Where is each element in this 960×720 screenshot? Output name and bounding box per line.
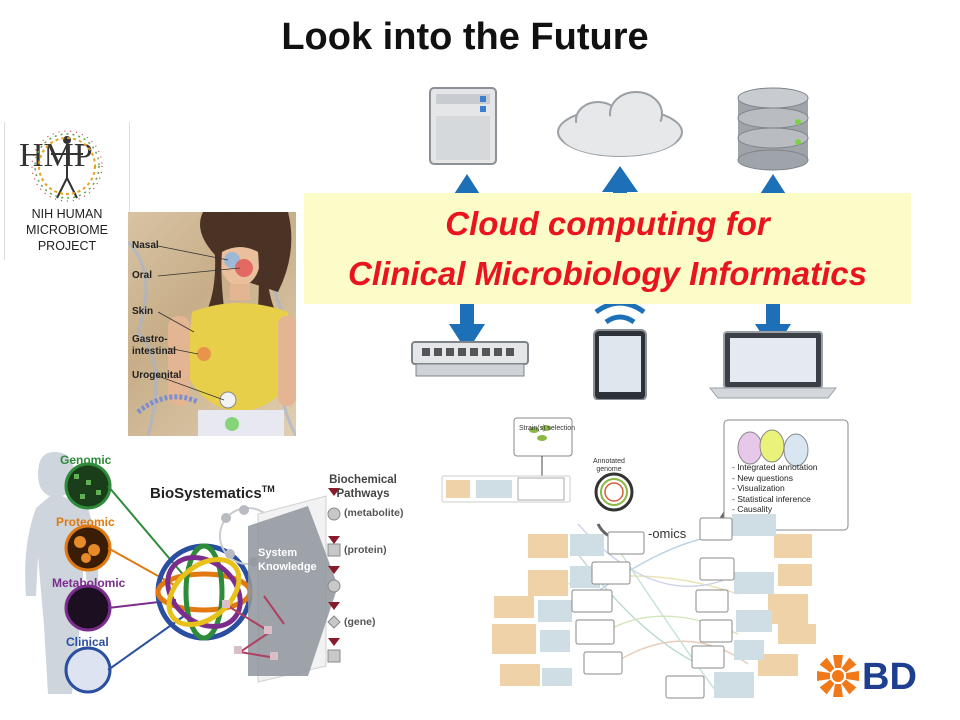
biosystematics-figure	[25, 452, 341, 694]
omic-label-clinical: Clinical	[66, 635, 109, 649]
network-switch-icon	[411, 341, 529, 377]
hmp-emblem-icon: HMP	[19, 130, 103, 202]
hmp-caption: NIH HUMAN MICROBIOME PROJECT	[5, 206, 129, 254]
site-label-skin: Skin	[132, 306, 154, 317]
hmp-line: NIH HUMAN	[31, 207, 103, 221]
feature-item: - New questions	[732, 472, 793, 483]
proteomic-image	[64, 524, 112, 572]
feature-item: - Visualization	[732, 483, 785, 493]
annotated-genome-line: genome	[596, 466, 622, 473]
pathways-title-line: Pathways	[336, 488, 390, 500]
omics-diagram	[441, 417, 849, 699]
page-title: Look into the Future	[281, 16, 649, 58]
omic-label-genomic: Genomic	[60, 453, 112, 467]
bio-title-text: BioSystematics	[150, 485, 262, 502]
site-label-oral: Oral	[132, 270, 153, 281]
omic-label-metabolomic: Metabolomic	[52, 576, 126, 590]
cloud-icon	[557, 91, 683, 157]
banner-line-2: Clinical Microbiology Informatics	[348, 255, 867, 292]
server-icon	[429, 87, 497, 165]
pathway-legend	[327, 488, 341, 663]
omic-label-proteomic: Proteomic	[56, 515, 115, 529]
bd-logo-text: BD	[862, 656, 917, 698]
database-icon	[737, 87, 809, 171]
feature-item: - Causality	[732, 504, 773, 514]
site-label-urogenital: Urogenital	[132, 370, 182, 381]
woman-illustration	[128, 212, 296, 436]
bio-tm: TM	[261, 484, 275, 494]
clinical-image	[64, 646, 112, 694]
pathway-label-metabolite: (metabolite)	[344, 507, 404, 519]
biosystematics-title: BioSystematicsTM	[150, 484, 275, 502]
sphere-icon	[155, 543, 253, 641]
genomic-image	[64, 462, 112, 510]
banner: Cloud computing for Clinical Microbiolog…	[304, 193, 911, 304]
human-silhouette-icon	[25, 452, 99, 694]
site-label-intestinal: intestinal	[132, 346, 176, 357]
system-knowledge-label: System Knowledge	[258, 546, 324, 574]
omics-label: -omics	[648, 526, 687, 541]
site-label-gastro: Gastro-	[132, 334, 168, 345]
pathways-title-line: Biochemical	[329, 474, 397, 486]
pathway-label-protein: (protein)	[344, 544, 387, 556]
banner-line-1: Cloud computing for	[445, 205, 770, 242]
site-label-nasal: Nasal	[132, 240, 159, 251]
sysk-line: System	[258, 547, 298, 559]
hmp-logo: HMP NIH HUMAN MICROBIOME PROJECT	[4, 122, 130, 260]
pathways-title: Biochemical Pathways	[323, 473, 403, 501]
sysk-line: Knowledge	[258, 561, 317, 573]
laptop-icon	[708, 331, 838, 399]
feature-item: - Statistical inference	[732, 493, 811, 504]
metabolomic-image	[64, 584, 112, 632]
hmp-line: MICROBIOME	[26, 223, 108, 237]
tablet-icon	[593, 329, 647, 400]
annotated-genome-label: Annotated genome	[593, 458, 625, 474]
pathway-label-gene: (gene)	[344, 616, 376, 628]
features-list: - Integrated annotation - New questions …	[732, 462, 818, 515]
annotated-genome-line: Annotated	[593, 458, 625, 465]
hmp-mark: HMP	[19, 137, 93, 174]
hmp-line: PROJECT	[37, 239, 97, 253]
bd-sunburst-icon	[817, 655, 859, 697]
feature-item: - Integrated annotation	[732, 462, 818, 472]
microbiome-body-image: Nasal Oral Skin Gastro- intestinal Uroge…	[128, 212, 296, 436]
strain-selection-label: Strain(s) selection	[519, 425, 576, 432]
